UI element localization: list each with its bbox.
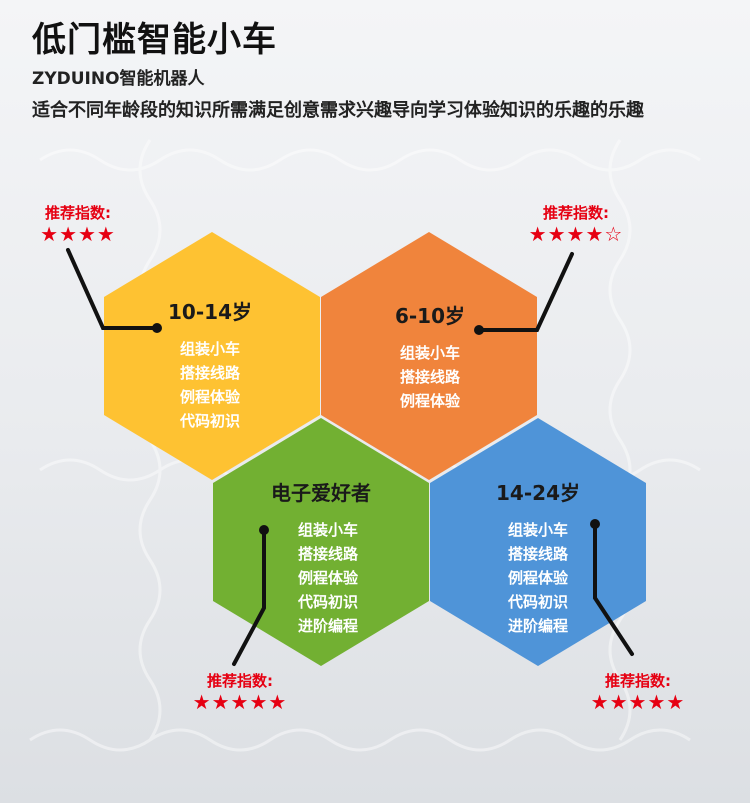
hex-blue-age: 14-24岁 (496, 481, 580, 505)
list-item: 搭接线路 (179, 364, 240, 382)
connector-dot-orange (474, 325, 484, 335)
connector-blue (593, 522, 634, 656)
list-item: 搭接线路 (297, 545, 358, 563)
rating-green: 推荐指数: ★★★★★ (178, 670, 302, 713)
rating-label: 推荐指数: (543, 204, 609, 222)
connector-dots (152, 323, 600, 535)
hex-orange-age: 6-10岁 (394, 304, 466, 328)
rating-label: 推荐指数: (605, 672, 671, 690)
list-item: 组装小车 (507, 521, 568, 539)
hex-orange-content: 6-10岁 组装小车 搭接线路 例程体验 (360, 300, 500, 413)
list-item: 代码初识 (179, 412, 240, 430)
hex-yellow-content: 10-14岁 组装小车 搭接线路 例程体验 代码初识 (140, 296, 280, 433)
list-item: 例程体验 (179, 388, 240, 406)
list-item: 组装小车 (297, 521, 358, 539)
list-item: 进阶编程 (297, 617, 358, 635)
hex-green-content: 电子爱好者 组装小车 搭接线路 例程体验 代码初识 进阶编程 (246, 477, 396, 638)
list-item: 例程体验 (399, 392, 460, 410)
hexagon-blue (430, 418, 646, 666)
list-item: 组装小车 (179, 340, 240, 358)
page-title: 低门槛智能小车 (32, 20, 277, 60)
hexagon-green (213, 418, 429, 666)
hex-green-age: 电子爱好者 (271, 481, 371, 505)
list-item: 代码初识 (297, 593, 358, 611)
hex-blue-content: 14-24岁 组装小车 搭接线路 例程体验 代码初识 进阶编程 (468, 477, 608, 638)
rating-label: 推荐指数: (207, 672, 273, 690)
list-item: 进阶编程 (507, 617, 568, 635)
rating-label: 推荐指数: (45, 204, 111, 222)
connector-dot-yellow (152, 323, 162, 333)
hex-blue-items: 组装小车 搭接线路 例程体验 代码初识 进阶编程 (468, 518, 608, 638)
hex-orange-items: 组装小车 搭接线路 例程体验 (360, 341, 500, 413)
connector-orange (477, 252, 574, 332)
connector-dot-green (259, 525, 269, 535)
hex-yellow-items: 组装小车 搭接线路 例程体验 代码初识 (140, 337, 280, 433)
page-subtitle: ZYDUINO智能机器人 (32, 69, 205, 89)
list-item: 搭接线路 (507, 545, 568, 563)
list-item: 例程体验 (297, 569, 358, 587)
connector-yellow (66, 248, 159, 330)
rating-blue: 推荐指数: ★★★★★ (576, 670, 700, 713)
list-item: 代码初识 (507, 593, 568, 611)
rating-stars: ★★★★★ (192, 690, 288, 714)
rating-yellow: 推荐指数: ★★★★ (26, 202, 130, 245)
connector-green (232, 528, 266, 666)
list-item: 例程体验 (507, 569, 568, 587)
rating-stars: ★★★★☆ (528, 222, 624, 246)
page-description: 适合不同年龄段的知识所需满足创意需求兴趣导向学习体验知识的乐趣的乐趣 (32, 100, 644, 121)
rating-stars: ★★★★ (40, 222, 116, 246)
hex-yellow-age: 10-14岁 (168, 300, 252, 324)
list-item: 组装小车 (399, 344, 460, 362)
rating-stars: ★★★★★ (590, 690, 686, 714)
hexagon-orange (321, 232, 537, 480)
hexagon-yellow (104, 232, 320, 480)
connector-dot-blue (590, 519, 600, 529)
rating-orange: 推荐指数: ★★★★☆ (516, 202, 636, 245)
connector-lines (66, 248, 634, 666)
list-item: 搭接线路 (399, 368, 460, 386)
hex-green-items: 组装小车 搭接线路 例程体验 代码初识 进阶编程 (246, 518, 396, 638)
